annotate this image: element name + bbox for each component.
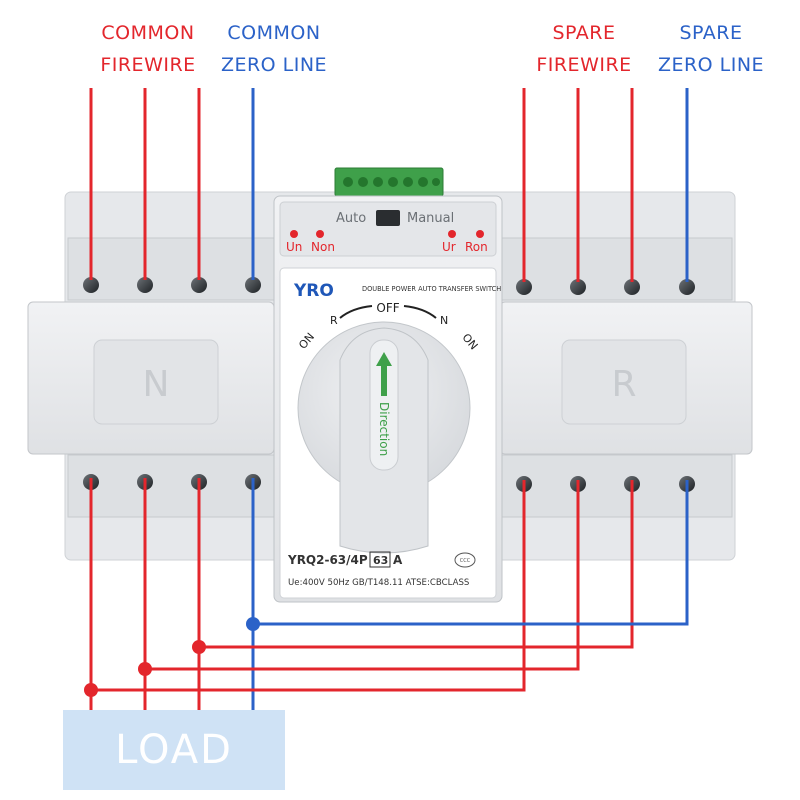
- indicator-un-icon: [290, 230, 298, 238]
- bottom-terminal-row: [67, 454, 733, 518]
- dial-off-label: OFF: [376, 301, 399, 315]
- top-terminal-row: [67, 237, 733, 301]
- indicator-ron-icon: [476, 230, 484, 238]
- brand-logo: YRO: [293, 281, 334, 301]
- right-label-plate: [561, 339, 687, 425]
- indicator-ron-label: Ron: [465, 240, 488, 254]
- ccc-mark-label: CCC: [460, 558, 471, 564]
- top-terminal-screws: [83, 277, 695, 295]
- model-prefix: YRQ2-63/4P: [287, 553, 368, 567]
- indicator-ur-icon: [448, 230, 456, 238]
- left-side-letter: N: [143, 364, 170, 405]
- right-side-letter: R: [611, 364, 636, 405]
- arrow-left-icon: [339, 305, 373, 319]
- green-terminal-block: [334, 167, 444, 197]
- model-rating-box: [369, 551, 391, 568]
- status-panel: [279, 201, 497, 257]
- direction-arrow-icon: [376, 352, 392, 396]
- device-subtitle: DOUBLE POWER AUTO TRANSFER SWITCH: [362, 285, 501, 293]
- dial-n-label: N: [440, 314, 448, 327]
- mode-manual-label: Manual: [407, 211, 454, 226]
- direction-strip: [369, 339, 399, 471]
- indicator-ur-label: Ur: [442, 240, 456, 254]
- left-label-plate: [93, 339, 219, 425]
- load-label: LOAD: [115, 727, 233, 773]
- dial-r-label: R: [330, 314, 338, 327]
- model-suffix: A: [393, 553, 403, 567]
- arrow-right-icon: [403, 305, 437, 319]
- input-wires: [89, 88, 689, 282]
- mode-auto-label: Auto: [336, 211, 366, 226]
- ccc-mark-icon: [454, 552, 476, 568]
- mode-switch[interactable]: [376, 210, 400, 226]
- handle-direction-label: Direction: [377, 402, 391, 456]
- model-rating-value: 63: [373, 554, 388, 567]
- device-specs: Ue:400V 50Hz GB/T148.11 ATSE:CBCLASS: [288, 578, 469, 588]
- junction-dots: [84, 617, 260, 697]
- indicator-non-icon: [316, 230, 324, 238]
- load-box: LOAD: [63, 710, 285, 790]
- indicator-un-label: Un: [286, 240, 302, 254]
- indicator-non-label: Non: [311, 240, 335, 254]
